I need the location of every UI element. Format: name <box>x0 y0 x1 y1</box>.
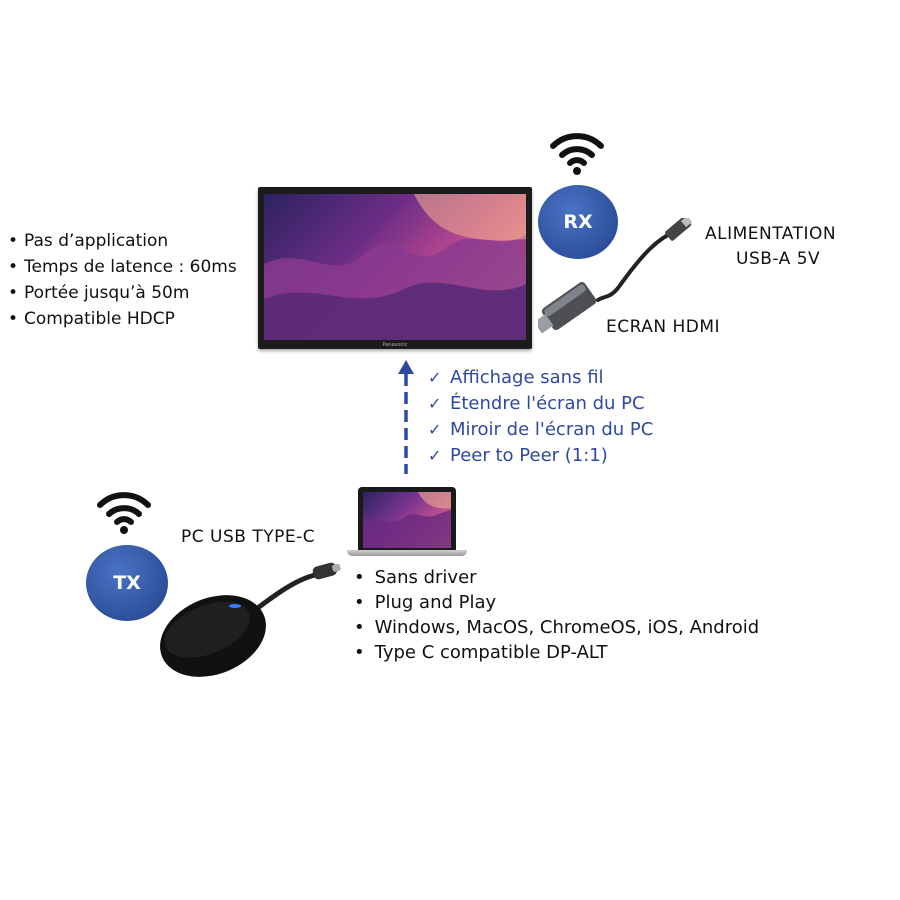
rx-badge: RX <box>538 185 618 259</box>
feature-item: ✓Affichage sans fil <box>428 365 653 391</box>
check-icon: ✓ <box>428 368 442 387</box>
left-spec-list: Pas d’application Temps de latence : 60m… <box>8 228 237 332</box>
hdmi-label: ECRAN HDMI <box>606 317 721 337</box>
check-icon: ✓ <box>428 420 442 439</box>
laptop-spec-item: Windows, MacOS, ChromeOS, iOS, Android <box>354 615 760 640</box>
feature-list: ✓Affichage sans fil ✓Étendre l'écran du … <box>428 365 653 469</box>
power-label-line1: ALIMENTATION <box>705 224 837 244</box>
tv-brand-label: Panasonic <box>382 342 408 348</box>
left-spec-item: Pas d’application <box>8 228 237 254</box>
laptop <box>358 487 456 551</box>
laptop-wallpaper <box>363 492 451 548</box>
laptop-spec-list: Sans driver Plug and Play Windows, MacOS… <box>354 565 760 665</box>
tx-dongle <box>160 562 341 677</box>
tv-display: Panasonic <box>258 187 532 349</box>
tx-badge: TX <box>86 545 168 621</box>
laptop-spec-item: Type C compatible DP-ALT <box>354 640 759 665</box>
dashed-up-arrow <box>398 360 414 474</box>
tv-wallpaper <box>264 194 526 340</box>
power-label-line2: USB-A 5V <box>736 249 821 269</box>
laptop-screen <box>363 492 451 548</box>
left-spec-item: Compatible HDCP <box>8 306 237 332</box>
left-spec-item: Portée jusqu’à 50m <box>8 280 237 306</box>
feature-item: ✓Peer to Peer (1:1) <box>428 443 653 469</box>
laptop-spec-item: Plug and Play <box>354 590 759 615</box>
feature-item: ✓Étendre l'écran du PC <box>428 391 653 417</box>
left-spec-item: Temps de latence : 60ms <box>8 254 237 280</box>
pc-usb-label: PC USB TYPE-C <box>181 527 316 547</box>
laptop-spec-item: Sans driver <box>354 565 759 590</box>
check-icon: ✓ <box>428 446 442 465</box>
tv-screen <box>264 194 526 340</box>
laptop-base <box>347 550 467 556</box>
feature-item: ✓Miroir de l'écran du PC <box>428 417 653 443</box>
wifi-icon <box>97 492 151 534</box>
wifi-icon <box>550 133 604 175</box>
check-icon: ✓ <box>428 394 442 413</box>
rx-dongle-cable <box>538 218 693 333</box>
